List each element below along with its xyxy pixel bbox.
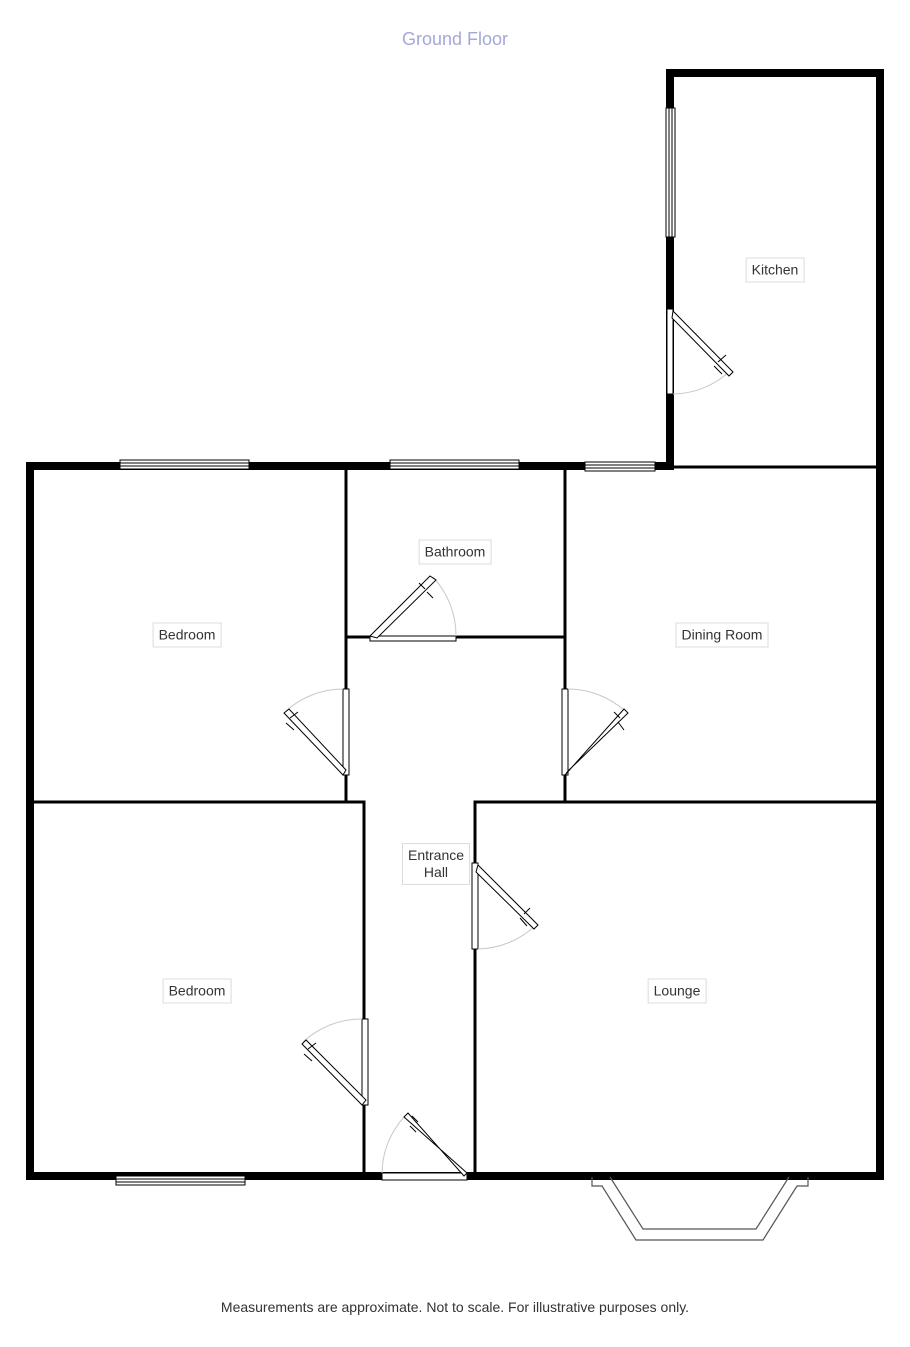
room-label-kitchen: Kitchen xyxy=(745,257,805,283)
window-bedroom-2-bottom xyxy=(115,1175,246,1186)
room-label-entrance-hall: Entrance Hall xyxy=(401,843,471,885)
door-dining-room xyxy=(561,688,629,776)
windows xyxy=(115,107,676,1186)
room-label-bathroom: Bathroom xyxy=(418,539,492,565)
window-kitchen-left xyxy=(665,107,676,238)
door-lounge xyxy=(471,862,539,950)
door-bathroom xyxy=(369,575,457,642)
door-bedroom-1 xyxy=(283,688,350,776)
room-label-dining-room: Dining Room xyxy=(675,622,769,648)
window-bedroom-1-top xyxy=(119,459,250,470)
room-label-lounge: Lounge xyxy=(647,978,707,1004)
floor-title: Ground Floor xyxy=(401,29,509,49)
window-bathroom-top xyxy=(389,459,520,470)
door-kitchen xyxy=(666,308,734,395)
room-label-bedroom-2: Bedroom xyxy=(162,978,232,1004)
disclaimer-text: Measurements are approximate. Not to sca… xyxy=(220,1299,690,1315)
door-entrance xyxy=(381,1112,468,1181)
door-bedroom-2 xyxy=(301,1018,369,1106)
bay-window-lounge xyxy=(591,1176,809,1241)
window-dining-top xyxy=(584,461,656,472)
doors xyxy=(283,308,734,1181)
room-label-bedroom-1: Bedroom xyxy=(152,622,222,648)
interior-walls xyxy=(33,465,880,1173)
